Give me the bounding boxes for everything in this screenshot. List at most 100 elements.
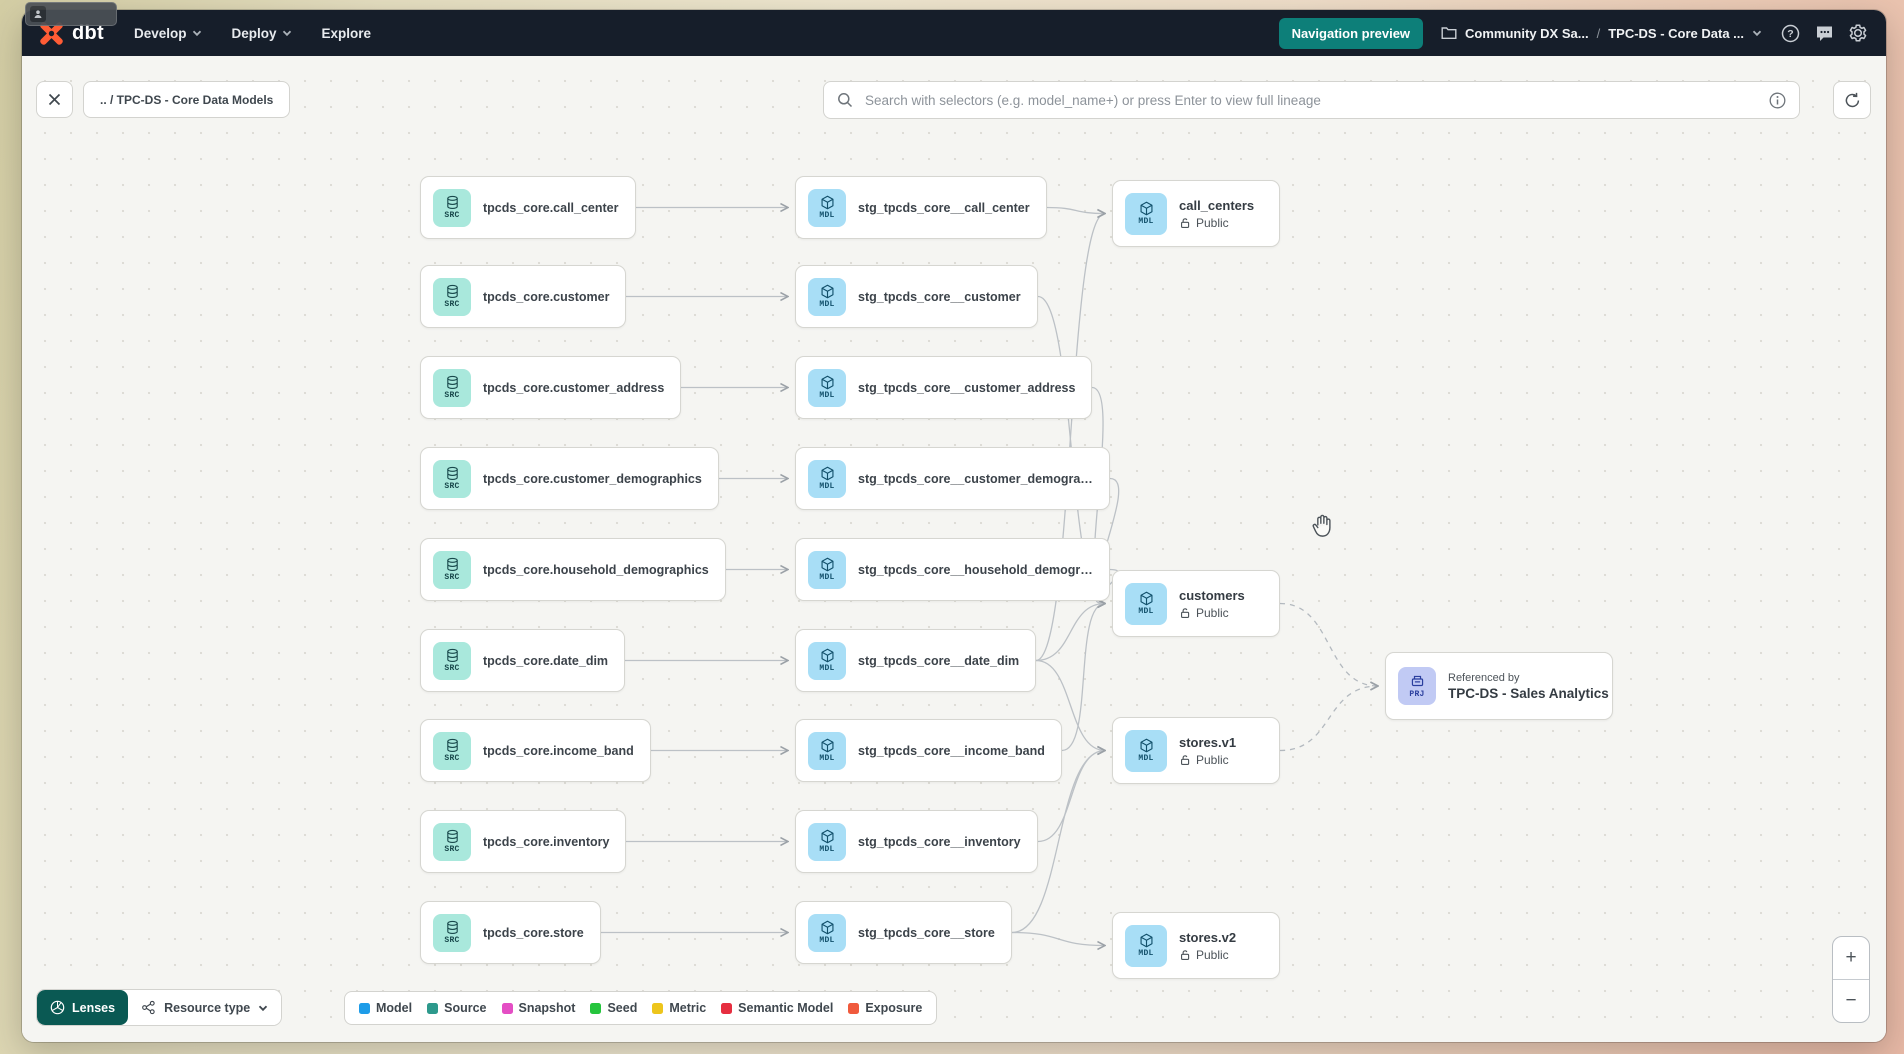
feedback-icon[interactable]	[1814, 23, 1834, 43]
lineage-edge	[1011, 931, 1105, 946]
help-icon[interactable]: ?	[1780, 23, 1800, 43]
model-badge-icon: MDL	[1125, 192, 1167, 235]
resource-type-icon	[142, 1000, 155, 1015]
info-icon[interactable]	[1769, 92, 1786, 109]
source-badge-icon: SRC	[433, 277, 471, 316]
lenses-button[interactable]: Lenses	[37, 990, 129, 1025]
legend-swatch	[501, 1002, 513, 1014]
search-icon	[838, 93, 853, 108]
source-node-label: tpcds_core.household_demographics	[483, 562, 709, 577]
legend-item: Source	[427, 1001, 487, 1015]
source-node-label: tpcds_core.date_dim	[483, 653, 609, 668]
legend-label: Exposure	[865, 1001, 923, 1015]
resource-type-label: Resource type	[164, 1000, 251, 1015]
zoom-controls: + −	[1832, 936, 1870, 1023]
visibility-row: Public	[1179, 948, 1236, 962]
visibility-label: Public	[1196, 215, 1229, 230]
menu-develop-label: Develop	[134, 25, 187, 41]
search-input[interactable]	[863, 91, 1759, 109]
menu-deploy[interactable]: Deploy	[232, 26, 292, 41]
source-badge-icon: SRC	[433, 550, 471, 589]
model-badge-icon: MDL	[808, 913, 846, 952]
legend-swatch	[359, 1002, 370, 1014]
model-badge-icon: MDL	[808, 368, 846, 407]
legend-label: Snapshot	[518, 1001, 576, 1015]
zoom-out-button[interactable]: −	[1833, 980, 1869, 1022]
lineage-canvas[interactable]: .. / TPC-DS - Core Data Models Lenses Re…	[22, 56, 1886, 1042]
person-icon	[30, 6, 46, 22]
menu-explore[interactable]: Explore	[322, 26, 372, 41]
source-badge-icon: SRC	[433, 368, 471, 407]
lineage-breadcrumb-chip[interactable]: .. / TPC-DS - Core Data Models	[83, 81, 291, 118]
menu-deploy-label: Deploy	[231, 25, 277, 41]
model-node-label: stg_tpcds_core__income_band	[858, 743, 1045, 758]
model-node-label: stg_tpcds_core__date_dim	[858, 653, 1020, 668]
chevron-down-icon	[259, 1005, 268, 1011]
source-node[interactable]: SRC tpcds_core.household_demographics	[420, 538, 726, 601]
close-button[interactable]	[36, 81, 73, 118]
lock-open-icon	[1181, 754, 1190, 765]
source-node-label: tpcds_core.call_center	[483, 200, 619, 215]
lock-open-icon	[1181, 217, 1190, 228]
source-badge-icon: SRC	[433, 822, 471, 861]
lock-open-icon	[1181, 607, 1190, 618]
top-navbar: dbt Develop Deploy Explore Navigation pr…	[22, 10, 1886, 56]
refresh-button[interactable]	[1833, 81, 1871, 119]
breadcrumb-project[interactable]: TPC-DS - Core Data ...	[1608, 25, 1744, 41]
breadcrumb: Community DX Sa... / TPC-DS - Core Data …	[1441, 26, 1762, 41]
resource-type-button[interactable]: Resource type	[128, 990, 282, 1025]
public-model-name: call_centers	[1179, 197, 1255, 213]
lineage-edge	[1035, 214, 1105, 662]
folder-icon	[1441, 27, 1457, 39]
chevron-down-icon	[282, 30, 291, 37]
legend-swatch	[721, 1002, 733, 1014]
lenses-group: Lenses Resource type	[36, 989, 283, 1026]
lineage-edge	[1279, 686, 1378, 752]
dbt-logo[interactable]: dbt	[38, 20, 104, 47]
breadcrumb-account[interactable]: Community DX Sa...	[1465, 25, 1589, 41]
model-badge-icon: MDL	[1125, 729, 1167, 772]
visibility-row: Public	[1179, 753, 1236, 767]
zoom-in-button[interactable]: +	[1833, 937, 1869, 979]
legend-swatch	[848, 1002, 860, 1014]
legend-label: Source	[444, 1001, 487, 1015]
menu-develop[interactable]: Develop	[134, 26, 202, 41]
navigation-preview-button[interactable]: Navigation preview	[1278, 17, 1424, 49]
project-badge-icon: PRJ	[1398, 667, 1436, 705]
chevron-down-icon[interactable]	[1752, 28, 1762, 38]
model-node-label: stg_tpcds_core__inventory	[858, 834, 1021, 849]
legend-item: Model	[359, 1001, 412, 1015]
settings-gear-icon[interactable]	[1848, 23, 1868, 43]
referenced-by-label: Referenced by	[1448, 671, 1520, 684]
source-node-label: tpcds_core.income_band	[483, 743, 634, 758]
model-badge-icon: MDL	[808, 550, 846, 589]
legend-swatch	[590, 1002, 602, 1014]
model-badge-icon: MDL	[1125, 582, 1167, 625]
lock-open-icon	[1181, 949, 1190, 960]
